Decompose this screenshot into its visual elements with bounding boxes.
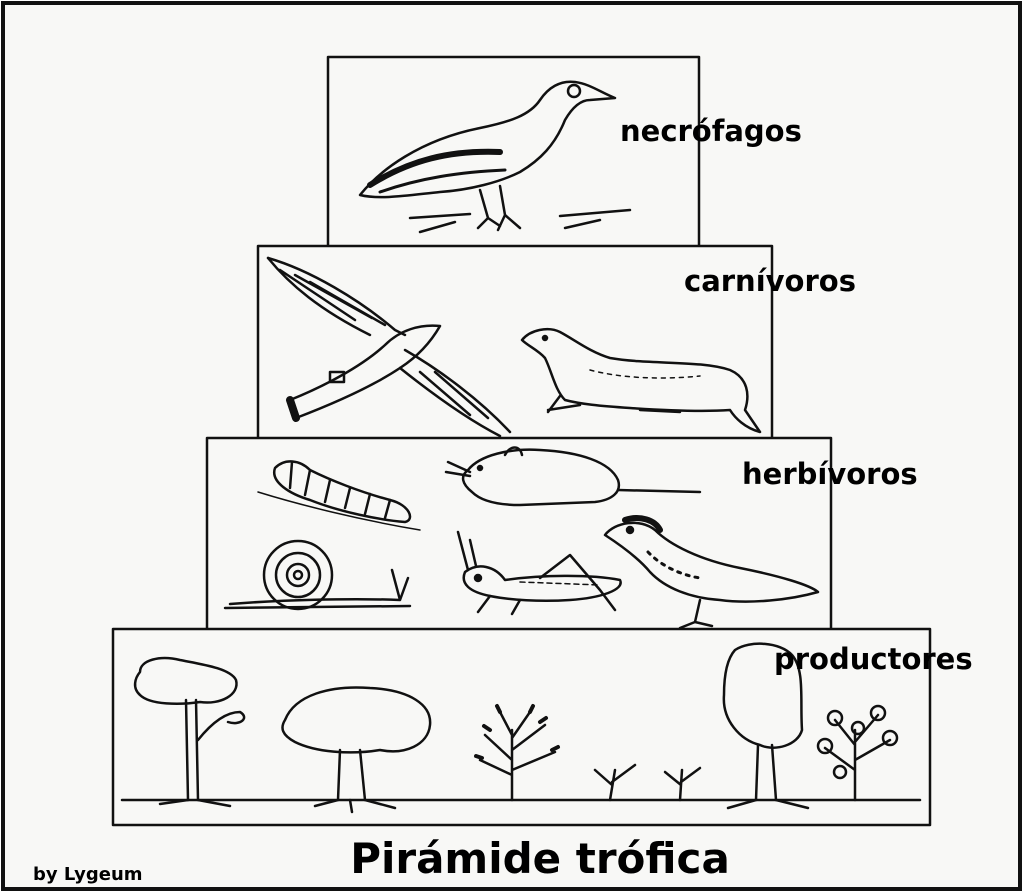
author-credit: by Lygeum — [33, 864, 143, 885]
small-plants-icon — [593, 763, 702, 802]
label-herbivoros: herbívoros — [742, 457, 918, 491]
vulture-icon — [358, 80, 632, 234]
flowering-shrub-icon — [816, 704, 899, 802]
snail-icon — [223, 539, 412, 611]
label-necrofagos: necrófagos — [620, 114, 802, 148]
bird-of-prey-icon — [266, 256, 512, 438]
partridge-icon — [603, 515, 820, 630]
tree-icon — [133, 656, 246, 808]
level-box-necrofagos — [326, 55, 701, 249]
label-carnivoros: carnívoros — [684, 264, 856, 298]
round-tree-icon — [281, 686, 432, 814]
grasshopper-icon — [456, 530, 622, 616]
shrub-icon — [474, 704, 560, 802]
weasel-icon — [520, 328, 762, 434]
conifer-icon — [722, 642, 810, 810]
diagram-title: Pirámide trófica — [350, 834, 730, 883]
label-productores: productores — [774, 642, 973, 676]
rodent-icon — [444, 446, 702, 507]
pyramid: necrófagos carnívoros — [111, 55, 973, 827]
level-box-productores — [111, 627, 932, 827]
caterpillar-icon — [257, 460, 421, 531]
